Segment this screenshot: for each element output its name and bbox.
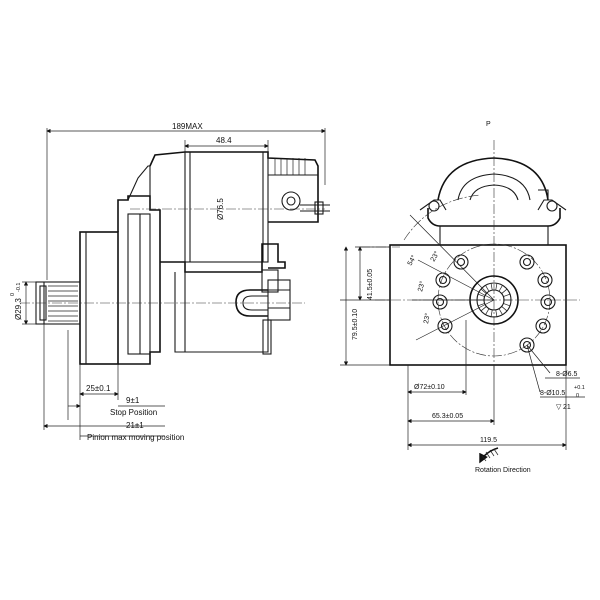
stop-offset-label: 9±1 [126, 396, 140, 405]
gear-tooth [501, 306, 508, 312]
gear-tooth [503, 293, 511, 297]
max-travel-label: 21±1 [126, 421, 144, 430]
height-offset-label: 41.5±0.05 [367, 269, 374, 300]
rotation-arrow-icon [479, 447, 499, 464]
pinion-tol-lower: -0.1 [16, 283, 22, 292]
gear-tooth [501, 288, 508, 294]
axis-mark-p: P [486, 121, 491, 128]
pinion-diameter-label: Ø29.3 [14, 298, 23, 320]
gear-tooth [480, 306, 487, 312]
gear-tooth [480, 288, 487, 294]
rotation-arrow-hatch [481, 448, 499, 462]
front-view: P 54° 23° 23° 23° 41.5±0.05 79.5±0.10 Ø7… [340, 121, 585, 474]
pinion-tol-upper: 0 [10, 293, 16, 296]
angle-a-label: 23° [429, 250, 441, 263]
gear-tooth [495, 309, 498, 317]
angle-b-label: 23° [416, 280, 427, 292]
flange-to-pinion-label: 25±0.1 [86, 384, 111, 393]
gear-tooth [485, 285, 490, 292]
gear-tooth [503, 303, 511, 307]
pilot-diameter-label: Ø72±0.10 [414, 384, 445, 391]
holes-b-tol-upper: +0.1 [574, 385, 585, 391]
gear-tooth [477, 303, 485, 307]
overall-width-label: 119.5 [480, 437, 497, 444]
gear-tooth [498, 285, 503, 292]
hole-spacing-label: 65.3±0.05 [432, 413, 463, 420]
gear-tooth [495, 283, 498, 291]
gear-tooth [477, 293, 485, 297]
overall-length-label: 189MAX [172, 122, 203, 131]
depth-symbol-icon: ▽ [556, 404, 562, 411]
stop-position-label: Stop Position [110, 408, 157, 417]
rotation-direction-label: Rotation Direction [475, 467, 531, 474]
gear-tooth [498, 308, 503, 315]
gear-tooth [490, 309, 493, 317]
height-total-label: 79.5±0.10 [352, 309, 359, 340]
holes-b-tol-lower: 0 [576, 393, 579, 399]
angle-c-label: 23° [422, 312, 432, 324]
side-view: 189MAX 48.4 Ø76.5 Ø29.3 0 -0.1 25±0.1 9±… [10, 122, 330, 442]
pinion-teeth [48, 285, 78, 322]
body-diameter-label: Ø76.5 [216, 198, 225, 220]
pinion-max-moving-label: Pinion max moving position [87, 433, 184, 442]
body-length-label: 48.4 [216, 136, 232, 145]
holes-a-label: 8-Ø6.5 [556, 371, 578, 378]
holes-b-label: 8-Ø10.5 [540, 390, 565, 397]
gear-tooth [485, 308, 490, 315]
gear-tooth [490, 283, 493, 291]
hole-depth-label: 21 [563, 404, 571, 411]
mounting-holes [432, 254, 556, 353]
motor-end-ribs [268, 158, 318, 176]
angle-top-label: 54° [406, 254, 418, 267]
